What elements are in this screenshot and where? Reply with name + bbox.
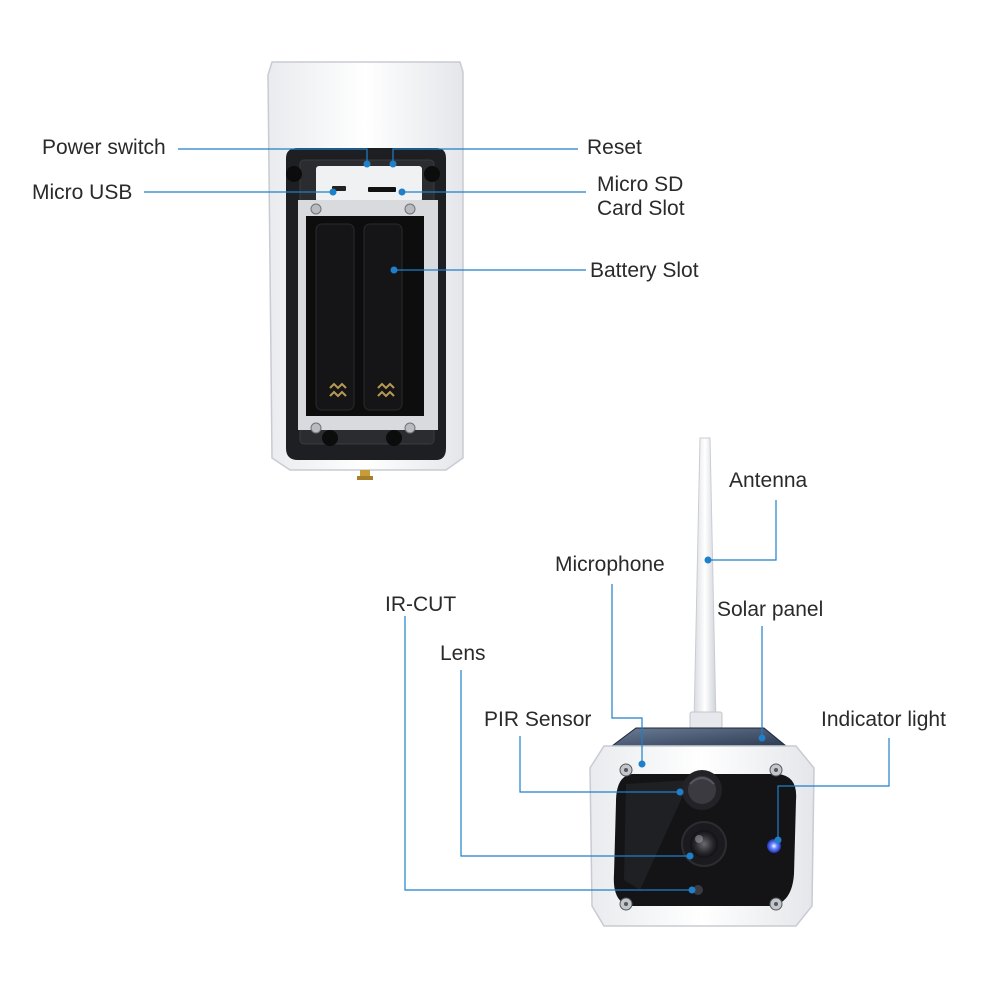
leader-lens [460, 670, 690, 857]
leader-microphone [611, 584, 643, 762]
leader-indicator-light [777, 738, 890, 838]
leader-pir-sensor [519, 736, 680, 793]
leader-ir-cut [404, 616, 692, 891]
back-view-leader-dots [329, 160, 406, 274]
back-view-leader-lines [144, 148, 586, 271]
label-microphone: Microphone [555, 553, 665, 576]
front-view-leader-dots [638, 556, 782, 894]
label-battery-slot: Battery Slot [590, 259, 699, 282]
label-power-switch: Power switch [42, 136, 166, 159]
leader-reset [392, 148, 578, 162]
leader-antenna [708, 500, 777, 561]
label-micro-usb: Micro USB [32, 181, 133, 204]
leader-power-switch [178, 148, 368, 162]
label-ir-cut: IR-CUT [385, 593, 457, 616]
label-pir-sensor: PIR Sensor [484, 708, 592, 731]
label-micro-sd-line2: Card Slot [597, 197, 685, 220]
label-indicator-light: Indicator light [821, 708, 946, 731]
label-micro-sd-line1: Micro SD [597, 173, 684, 196]
label-lens: Lens [440, 642, 486, 665]
back-view-camera [267, 61, 464, 480]
front-view-camera [589, 437, 815, 927]
label-antenna: Antenna [729, 469, 808, 492]
label-reset: Reset [587, 136, 642, 159]
label-solar-panel: Solar panel [717, 598, 824, 621]
front-view-leader-lines [404, 500, 890, 891]
